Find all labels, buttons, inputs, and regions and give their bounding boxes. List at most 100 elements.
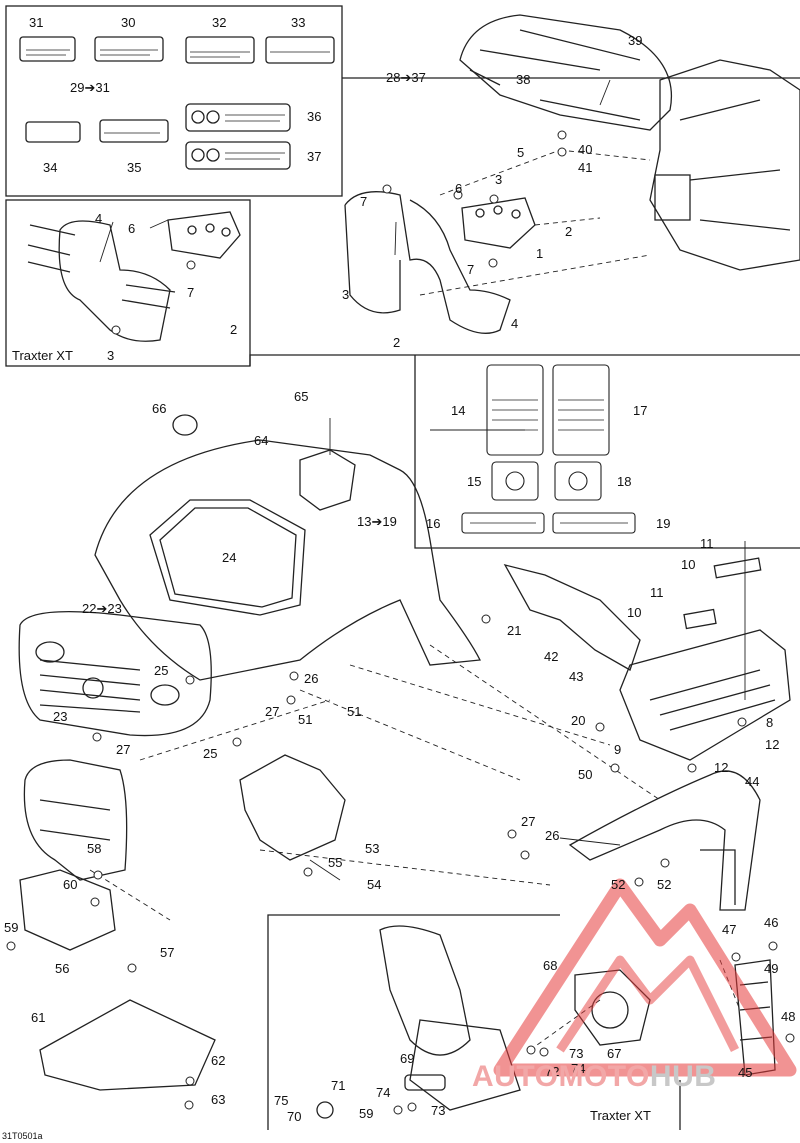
callout-22-23: 22➔23 (82, 601, 122, 616)
callout-20: 20 (571, 713, 586, 728)
callout-47: 47 (722, 922, 737, 937)
callout-2-inset: 2 (230, 322, 238, 337)
callout-51-b: 51 (347, 704, 362, 719)
callout-69: 69 (400, 1051, 415, 1066)
callout-57: 57 (160, 945, 175, 960)
callout-13-19: 13➔19 (357, 514, 397, 529)
variant-label-bottom: Traxter XT (590, 1108, 651, 1123)
callout-70: 70 (287, 1109, 302, 1124)
callout-73-b: 73 (431, 1103, 446, 1118)
callout-40: 40 (578, 142, 593, 157)
decal-14 (486, 364, 544, 456)
callout-36: 36 (307, 109, 322, 124)
callout-50: 50 (578, 767, 593, 782)
callout-30: 30 (121, 15, 136, 30)
watermark-part2: MOTO (558, 1060, 650, 1093)
callout-67: 67 (607, 1046, 622, 1061)
decal-32 (185, 36, 255, 64)
callout-42: 42 (544, 649, 559, 664)
decal-35 (99, 119, 169, 143)
watermark-logo (493, 878, 797, 1077)
callout-10-b: 10 (627, 605, 642, 620)
decal-16 (461, 512, 545, 534)
callout-74-b: 74 (376, 1085, 391, 1100)
callout-39: 39 (628, 33, 643, 48)
callout-26-b: 26 (545, 828, 560, 843)
callout-51-a: 51 (298, 712, 313, 727)
callout-3-a: 3 (495, 172, 503, 187)
callout-7-inset: 7 (187, 285, 195, 300)
callout-16: 16 (426, 516, 441, 531)
callout-44: 44 (745, 774, 760, 789)
callout-7-a: 7 (360, 194, 368, 209)
callout-28-37: 28➔37 (386, 70, 426, 85)
callout-75: 75 (274, 1093, 289, 1108)
callout-10-a: 10 (681, 557, 696, 572)
decal-34 (25, 121, 81, 143)
callout-48: 48 (781, 1009, 796, 1024)
decal-19 (552, 512, 636, 534)
traxter-xt-top-box (5, 199, 251, 367)
callout-64: 64 (254, 433, 269, 448)
callout-17: 17 (633, 403, 648, 418)
callout-52-a: 52 (611, 877, 626, 892)
callout-25-a: 25 (154, 663, 169, 678)
callout-14: 14 (451, 403, 466, 418)
callout-11-b: 11 (650, 585, 664, 600)
callout-56: 56 (55, 961, 70, 976)
callout-18: 18 (617, 474, 632, 489)
callout-27-c: 27 (521, 814, 536, 829)
decal-36 (185, 103, 291, 132)
callout-31: 31 (29, 15, 44, 30)
callout-2-a: 2 (565, 224, 573, 239)
callout-7-b: 7 (467, 262, 475, 277)
callout-6: 6 (455, 181, 463, 196)
decal-33 (265, 36, 335, 64)
callout-6-inset: 6 (128, 221, 136, 236)
callout-62: 62 (211, 1053, 226, 1068)
callout-43: 43 (569, 669, 584, 684)
watermark-text: AUTOMOTOHUB (472, 1060, 716, 1094)
callout-24: 24 (222, 550, 237, 565)
callout-73-a: 73 (569, 1046, 584, 1061)
callout-72: 72 (545, 1064, 560, 1079)
callout-4-inset: 4 (95, 211, 103, 226)
callout-35: 35 (127, 160, 142, 175)
callout-60: 60 (63, 877, 78, 892)
callout-38: 38 (516, 72, 531, 87)
decal-18 (554, 461, 602, 501)
callout-55: 55 (328, 855, 343, 870)
callout-27-a: 27 (265, 704, 280, 719)
diagram-code: 31T0501a (2, 1131, 43, 1141)
callout-65: 65 (294, 389, 309, 404)
callout-2-b: 2 (393, 335, 401, 350)
callout-74-a: 74 (571, 1061, 586, 1076)
decal-30 (94, 36, 164, 62)
callout-53: 53 (365, 841, 380, 856)
callout-23: 23 (53, 709, 68, 724)
callout-52-b: 52 (657, 877, 672, 892)
callout-45: 45 (738, 1065, 753, 1080)
decal-31 (19, 36, 76, 62)
callout-12-b: 12 (714, 760, 729, 775)
callout-41: 41 (578, 160, 593, 175)
callout-11-a: 11 (700, 536, 714, 551)
decal-15 (491, 461, 539, 501)
callout-59-a: 59 (4, 920, 19, 935)
callout-12-a: 12 (765, 737, 780, 752)
callout-54: 54 (367, 877, 382, 892)
decal-37 (185, 141, 291, 170)
callout-26-a: 26 (304, 671, 319, 686)
decal-group-box (5, 5, 343, 197)
callout-19: 19 (656, 516, 671, 531)
callout-27-b: 27 (116, 742, 131, 757)
callout-8: 8 (766, 715, 774, 730)
callout-34: 34 (43, 160, 58, 175)
callout-49: 49 (764, 961, 779, 976)
callout-3-inset: 3 (107, 348, 115, 363)
callout-25-b: 25 (203, 746, 218, 761)
callout-71: 71 (331, 1078, 346, 1093)
callout-59-b: 59 (359, 1106, 374, 1121)
